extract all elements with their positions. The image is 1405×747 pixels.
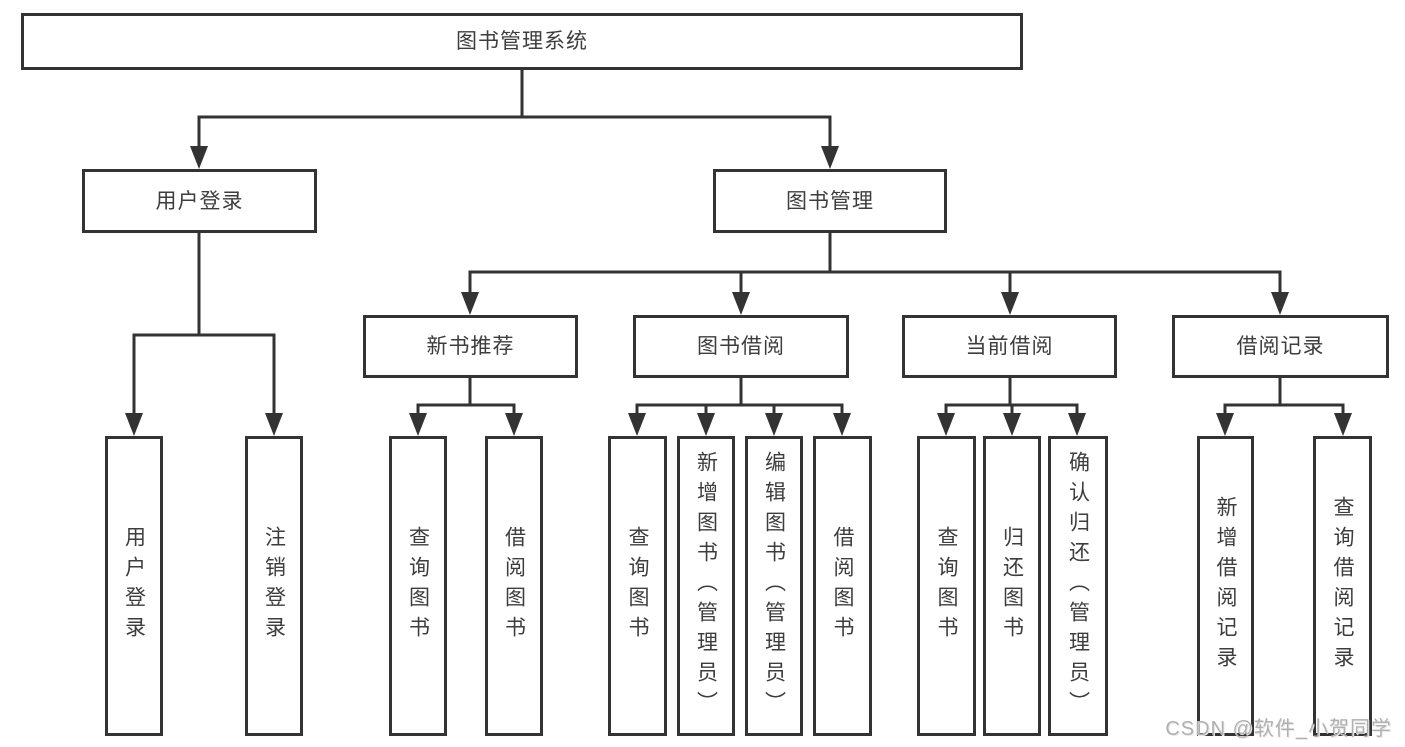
node-logout: 注销登录 [245, 436, 303, 736]
node-bb-borrow-books: 借阅图书 [813, 436, 872, 736]
node-borrowing-records: 借阅记录 [1172, 315, 1389, 378]
node-bb-add-books-admin: 新增图书（管理员） [677, 436, 735, 736]
node-br-add-borrow-record: 新增借阅记录 [1197, 436, 1254, 736]
node-cb-return-books: 归还图书 [983, 436, 1041, 736]
node-cb-query-books: 查询图书 [917, 436, 976, 736]
node-nb-query-books: 查询图书 [389, 436, 447, 736]
node-bb-edit-books-admin: 编辑图书（管理员） [745, 436, 803, 736]
node-nb-borrow-books: 借阅图书 [485, 436, 543, 736]
node-book-borrowing: 图书借阅 [633, 315, 849, 378]
node-br-query-borrow-record: 查询借阅记录 [1313, 436, 1372, 736]
node-cb-confirm-return-admin: 确认归还（管理员） [1048, 436, 1108, 736]
node-user-login: 用户登录 [82, 169, 317, 233]
node-bb-query-books: 查询图书 [608, 436, 667, 736]
node-current-borrowing: 当前借阅 [902, 315, 1117, 378]
node-book-management: 图书管理 [713, 169, 947, 233]
node-user-login-leaf: 用户登录 [105, 436, 163, 736]
node-new-book-recommendation: 新书推荐 [363, 315, 578, 378]
csdn-watermark: CSDN @软件_小贺同学 [1165, 718, 1392, 740]
node-library-management-system: 图书管理系统 [21, 13, 1023, 70]
